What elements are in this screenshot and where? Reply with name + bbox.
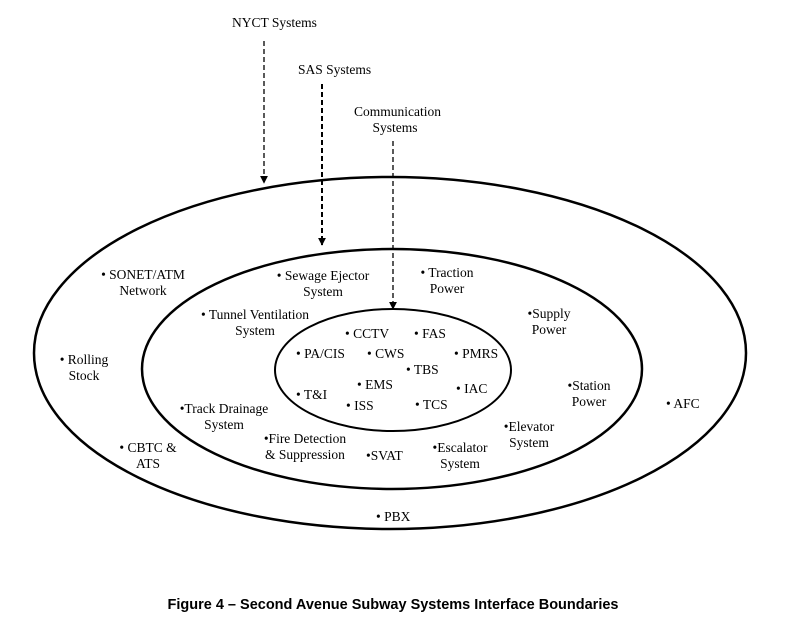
sewage-line1: • Sewage Ejector [276,268,370,283]
pbx-label: • PBX [376,509,411,524]
middle-boundary-ellipse [140,247,644,491]
fire-detection-suppression-label: •Fire Detection & Suppression [254,431,356,463]
track-line1: •Track Drainage [179,401,269,416]
pa-cis-label: • PA/CIS [296,346,345,361]
escalator-line1: •Escalator [432,440,488,455]
tcs-label: • TCS [415,397,448,412]
ems-label: • EMS [357,377,393,392]
elevator-line2: System [509,435,549,450]
tunnel-line2: System [235,323,275,338]
rolling-line2: Stock [68,368,100,383]
rolling-stock-label: • Rolling Stock [54,352,114,384]
outer-boundary-ellipse [32,175,748,531]
communication-line2: Systems [372,120,418,135]
traction-line1: • Traction [420,265,474,280]
elevator-line1: •Elevator [503,419,555,434]
escalator-system-label: •Escalator System [424,440,496,472]
elevator-system-label: •Elevator System [496,419,562,451]
sonet-atm-network-label: • SONET/ATM Network [96,267,190,299]
track-drainage-system-label: •Track Drainage System [174,401,274,433]
station-line1: •Station [567,378,611,393]
cbtc-line1: • CBTC & [119,440,177,455]
sewage-ejector-system-label: • Sewage Ejector System [264,268,382,300]
cws-label: • CWS [367,346,405,361]
cctv-label: • CCTV [345,326,390,341]
afc-label: • AFC [666,396,700,411]
supply-line1: •Supply [527,306,571,321]
fire-line1: •Fire Detection [263,431,347,446]
tbs-label: • TBS [406,362,439,377]
fas-label: • FAS [414,326,446,341]
sas-systems-label: SAS Systems [298,62,372,77]
fire-line2: & Suppression [265,447,345,462]
pmrs-label: • PMRS [454,346,499,361]
sonet-line1: • SONET/ATM [101,267,185,282]
supply-line2: Power [531,322,567,337]
supply-power-label: •Supply Power [518,306,580,338]
station-line2: Power [571,394,607,409]
sewage-line2: System [303,284,343,299]
svat-label: •SVAT [366,448,403,463]
cbtc-line2: ATS [135,456,160,471]
track-line2: System [204,417,244,432]
communication-systems-label: Communication Systems [354,104,441,136]
cbtc-ats-label: • CBTC & ATS [112,440,184,472]
iss-label: • ISS [346,398,374,413]
station-power-label: •Station Power [559,378,619,410]
rolling-line1: • Rolling [59,352,109,367]
tunnel-ventilation-system-label: • Tunnel Ventilation System [190,307,320,339]
ti-label: • T&I [296,387,328,402]
figure-caption: Figure 4 – Second Avenue Subway Systems … [167,597,619,613]
iac-label: • IAC [456,381,488,396]
communication-line1: Communication [354,104,441,119]
sonet-line2: Network [119,283,167,298]
escalator-line2: System [440,456,480,471]
traction-power-label: • Traction Power [410,265,484,297]
nyct-systems-label: NYCT Systems [232,15,317,30]
tunnel-line1: • Tunnel Ventilation [201,307,309,322]
traction-line2: Power [429,281,465,296]
